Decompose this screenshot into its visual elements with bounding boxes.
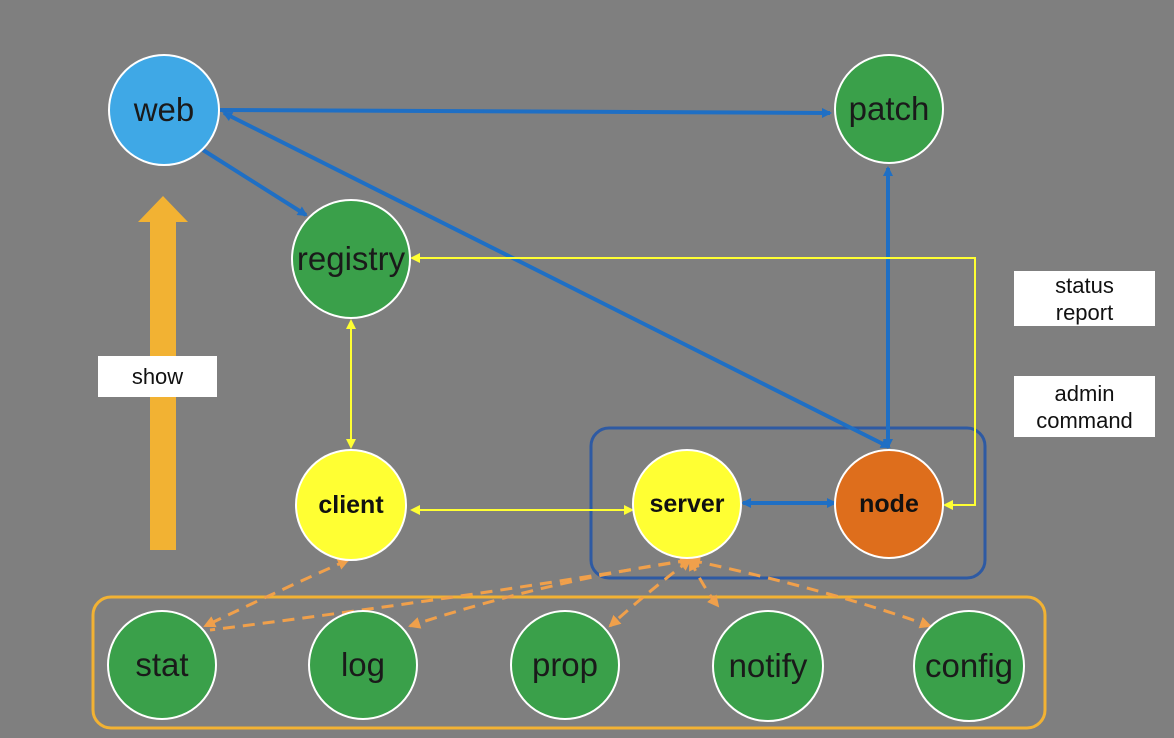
registry-node-label: registry	[296, 240, 406, 277]
config-node-label: config	[924, 647, 1014, 684]
node-registry-status-link	[410, 253, 976, 510]
client-node-label: client	[318, 490, 384, 519]
web-node: web	[108, 54, 220, 166]
server-log-link	[408, 555, 692, 629]
server-stat-link	[209, 555, 692, 632]
status-report-label: status report	[1014, 271, 1155, 326]
server-prop-link	[608, 558, 692, 628]
patch-node-label: patch	[848, 90, 930, 127]
notify-node: notify	[712, 610, 824, 722]
node-node: node	[834, 449, 944, 559]
server-notify-link	[688, 558, 720, 608]
config-node: config	[913, 610, 1025, 722]
log-node: log	[308, 610, 418, 720]
server-node: server	[632, 449, 742, 559]
web-node-label: web	[133, 91, 195, 128]
web-to-patch-link	[219, 107, 832, 118]
client-node: client	[295, 449, 407, 561]
prop-node: prop	[510, 610, 620, 720]
registry-node: registry	[291, 199, 411, 319]
web-to-registry-link	[201, 148, 308, 217]
notify-node-label: notify	[728, 647, 808, 684]
prop-node-label: prop	[531, 646, 599, 683]
show-label: show	[98, 356, 217, 397]
plugin-links	[203, 555, 932, 632]
stat-node-label: stat	[135, 646, 189, 683]
server-node-label: server	[649, 489, 725, 518]
admin-command-label: admin command	[1014, 376, 1155, 437]
patch-node: patch	[834, 54, 944, 164]
log-node-label: log	[340, 646, 386, 683]
server-config-link	[688, 556, 932, 629]
stat-node: stat	[107, 610, 217, 720]
node-node-label: node	[859, 489, 919, 518]
